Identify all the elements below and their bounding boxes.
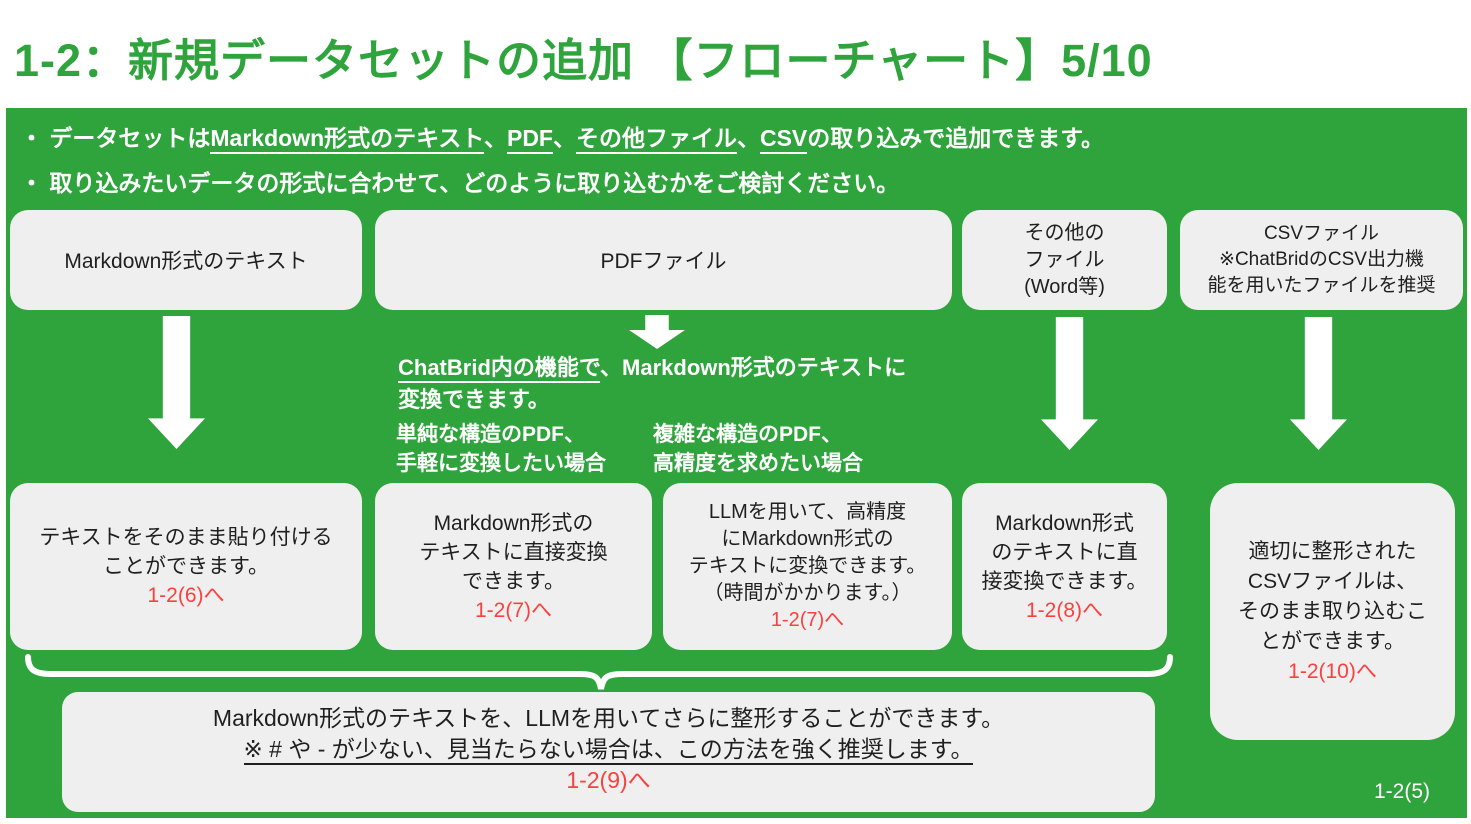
bullet1-sep2: 、	[552, 125, 576, 151]
pdf-case-complex-label: 複雑な構造のPDF、 高精度を求めたい場合	[653, 420, 863, 478]
bullet1-underline-other: その他ファイル	[575, 125, 737, 154]
pdf-conversion-note-line1: ChatBrid内の機能で、Markdown形式のテキストに	[398, 352, 906, 384]
page-ref-link[interactable]: 1-2(8)へ	[1025, 598, 1104, 622]
source-other-line: ファイル	[1024, 248, 1105, 271]
refine-line1: Markdown形式のテキストを、LLMを用いてさらに整形することができます。	[212, 705, 1005, 731]
pdf-conversion-note: ChatBrid内の機能で、Markdown形式のテキストに 変換できます。	[398, 352, 906, 416]
pdf-note-rest: 、Markdown形式のテキストに	[600, 355, 907, 380]
result-pdf-direct-line: テキストに直接変換	[419, 540, 608, 564]
result-other-line: Markdown形式	[995, 511, 1134, 535]
source-csv-line: CSVファイル	[1263, 223, 1380, 244]
refine-line2: ※ # や - が少ない、見当たらない場合は、この方法を強く推奨します。	[243, 736, 974, 765]
source-other-line: (Word等)	[1024, 275, 1105, 298]
result-box-pdf-llm: LLMを用いて、高精度 にMarkdown形式の テキストに変換できます。 （時…	[663, 483, 952, 650]
result-csv-line: CSVファイルは、	[1247, 569, 1418, 593]
page-title: 1-2：新規データセットの追加 【フローチャート】5/10	[14, 35, 1153, 86]
bullet1-underline-pdf: PDF	[506, 125, 553, 154]
result-paste-line: テキストをそのまま貼り付ける	[39, 526, 333, 549]
page-ref-link[interactable]: 1-2(9)へ	[566, 767, 651, 793]
bullet1-prefix: ・ データセットは	[20, 125, 211, 151]
intro-bullet-1: ・ データセットはMarkdown形式のテキスト、PDF、その他ファイル、CSV…	[20, 119, 1104, 154]
bullet1-sep1: 、	[483, 125, 507, 151]
bullet1-underline-csv: CSV	[759, 125, 808, 154]
source-box-other-files: その他の ファイル (Word等)	[962, 210, 1167, 310]
pdf-case-simple-label: 単純な構造のPDF、 手軽に変換したい場合	[396, 420, 606, 478]
source-box-csv: CSVファイル ※ChatBridのCSV出力機 能を用いたファイルを推奨	[1180, 210, 1463, 310]
result-pdf-llm-line: LLMを用いて、高精度	[708, 501, 907, 523]
bullet1-sep3: 、	[736, 125, 760, 151]
page-ref-link[interactable]: 1-2(10)へ	[1288, 659, 1377, 683]
bullet1-suffix: の取り込みで追加できます。	[807, 125, 1104, 151]
source-box-pdf-label: PDFファイル	[600, 250, 727, 273]
page-ref-link[interactable]: 1-2(7)へ	[770, 609, 845, 631]
page-ref-link[interactable]: 1-2(7)へ	[474, 598, 553, 622]
pdf-conversion-note-line2: 変換できます。	[398, 387, 550, 412]
source-box-markdown: Markdown形式のテキスト	[10, 210, 362, 310]
pdf-case-complex-line: 複雑な構造のPDF、	[653, 423, 842, 446]
result-csv-line: そのまま取り込むこ	[1238, 599, 1427, 623]
result-pdf-direct-line: Markdown形式の	[433, 511, 594, 535]
source-box-pdf: PDFファイル	[375, 210, 952, 310]
result-box-csv: 適切に整形された CSVファイルは、 そのまま取り込むこ とができます。 1-2…	[1210, 483, 1455, 740]
source-csv-line: 能を用いたファイルを推奨	[1207, 275, 1436, 296]
slide-page-number: 1-2(5)	[1374, 780, 1431, 803]
page-ref-link[interactable]: 1-2(6)へ	[147, 584, 225, 607]
result-csv-line: 適切に整形された	[1248, 539, 1417, 563]
source-box-markdown-label: Markdown形式のテキスト	[64, 250, 308, 273]
source-csv-line: ※ChatBridのCSV出力機	[1219, 249, 1424, 270]
pdf-case-simple-line: 単純な構造のPDF、	[396, 423, 585, 446]
result-paste-line: ことができます。	[103, 555, 269, 578]
source-other-line: その他の	[1024, 221, 1105, 244]
result-box-paste: テキストをそのまま貼り付ける ことができます。 1-2(6)へ	[10, 483, 362, 650]
result-pdf-llm-line: にMarkdown形式の	[721, 528, 894, 550]
pdf-note-underlined: ChatBrid内の機能で	[398, 355, 601, 383]
result-csv-line: とができます。	[1260, 629, 1405, 653]
result-pdf-llm-line: テキストに変換できます。	[688, 555, 927, 577]
result-pdf-llm-line: （時間がかかります。）	[703, 582, 912, 604]
refine-note-box: Markdown形式のテキストを、LLMを用いてさらに整形することができます。 …	[62, 692, 1155, 812]
bullet1-underline-markdown: Markdown形式のテキスト	[210, 125, 484, 154]
result-box-other-direct: Markdown形式 のテキストに直 接変換できます。 1-2(8)へ	[962, 483, 1167, 650]
result-box-pdf-direct: Markdown形式の テキストに直接変換 できます。 1-2(7)へ	[375, 483, 652, 650]
pdf-case-complex-line: 高精度を求めたい場合	[653, 452, 863, 475]
intro-bullet-2: ・ 取り込みたいデータの形式に合わせて、どのように取り込むかをご検討ください。	[20, 170, 900, 196]
pdf-case-simple-line: 手軽に変換したい場合	[396, 452, 606, 475]
result-other-line: のテキストに直	[991, 540, 1138, 564]
curly-underbrace-icon	[25, 654, 1173, 690]
result-other-line: 接変換できます。	[981, 569, 1148, 593]
result-pdf-direct-line: できます。	[462, 569, 565, 593]
